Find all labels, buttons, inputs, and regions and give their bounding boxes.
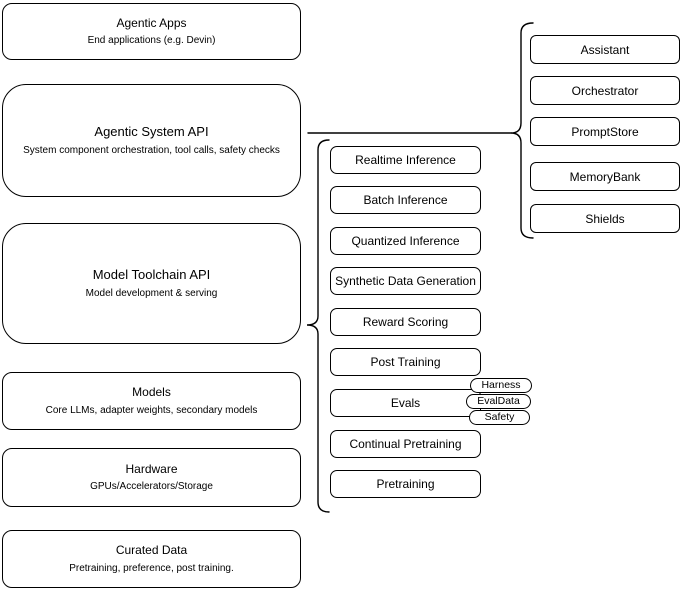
layer-box-curated-data: Curated Data Pretraining, preference, po… bbox=[2, 530, 301, 588]
toolchain-item-quantized-inference: Quantized Inference bbox=[330, 227, 481, 255]
layer-title: Curated Data bbox=[115, 543, 188, 558]
layer-subtitle: Pretraining, preference, post training. bbox=[69, 562, 234, 574]
toolchain-item-pretraining: Pretraining bbox=[330, 470, 481, 498]
layer-title: Agentic Apps bbox=[116, 15, 187, 30]
system-component-shields: Shields bbox=[530, 204, 680, 233]
layer-title: Agentic System API bbox=[94, 124, 209, 140]
system-component-promptstore: PromptStore bbox=[530, 117, 680, 146]
toolchain-item-label: Evals bbox=[390, 396, 421, 410]
system-component-label: Shields bbox=[585, 211, 625, 226]
layer-title: Model Toolchain API bbox=[92, 267, 211, 283]
layer-box-models: Models Core LLMs, adapter weights, secon… bbox=[2, 372, 301, 430]
toolchain-item-evals: Evals bbox=[330, 389, 481, 417]
toolchain-item-label: Synthetic Data Generation bbox=[335, 274, 476, 288]
layer-subtitle: Core LLMs, adapter weights, secondary mo… bbox=[45, 404, 258, 416]
toolchain-item-post-training: Post Training bbox=[330, 348, 481, 376]
toolchain-item-label: Post Training bbox=[370, 355, 441, 369]
layer-subtitle: End applications (e.g. Devin) bbox=[87, 35, 216, 47]
eval-tag-label: EvalData bbox=[477, 395, 520, 408]
system-component-label: Assistant bbox=[580, 42, 630, 57]
layer-title: Hardware bbox=[125, 461, 178, 476]
toolchain-item-label: Pretraining bbox=[376, 477, 435, 491]
layer-title: Models bbox=[132, 385, 171, 400]
toolchain-item-label: Realtime Inference bbox=[355, 153, 456, 167]
toolchain-item-batch-inference: Batch Inference bbox=[330, 186, 481, 214]
eval-tag-evaldata: EvalData bbox=[466, 394, 531, 409]
toolchain-item-label: Batch Inference bbox=[363, 193, 448, 207]
toolchain-group-brace bbox=[306, 139, 330, 513]
toolchain-item-label: Reward Scoring bbox=[362, 315, 449, 329]
eval-tag-label: Harness bbox=[481, 379, 521, 392]
eval-tag-harness: Harness bbox=[470, 378, 532, 393]
layer-box-agentic-system-api: Agentic System API System component orch… bbox=[2, 84, 301, 197]
layer-box-model-toolchain-api: Model Toolchain API Model development & … bbox=[2, 223, 301, 344]
eval-tag-label: Safety bbox=[484, 411, 515, 424]
layer-box-agentic-apps: Agentic Apps End applications (e.g. Devi… bbox=[2, 3, 301, 60]
system-component-memorybank: MemoryBank bbox=[530, 162, 680, 191]
system-component-label: Orchestrator bbox=[571, 83, 639, 98]
toolchain-item-continual-pretraining: Continual Pretraining bbox=[330, 430, 481, 458]
system-component-orchestrator: Orchestrator bbox=[530, 76, 680, 105]
system-component-assistant: Assistant bbox=[530, 35, 680, 64]
toolchain-item-realtime-inference: Realtime Inference bbox=[330, 146, 481, 174]
layer-box-hardware: Hardware GPUs/Accelerators/Storage bbox=[2, 448, 301, 507]
system-component-label: PromptStore bbox=[571, 124, 639, 139]
toolchain-item-label: Continual Pretraining bbox=[349, 437, 462, 451]
eval-tag-safety: Safety bbox=[469, 410, 530, 425]
toolchain-item-reward-scoring: Reward Scoring bbox=[330, 308, 481, 336]
layer-subtitle: System component orchestration, tool cal… bbox=[23, 144, 280, 156]
toolchain-item-label: Quantized Inference bbox=[351, 234, 460, 248]
toolchain-item-synthetic-data-generation: Synthetic Data Generation bbox=[330, 267, 481, 295]
layer-subtitle: Model development & serving bbox=[85, 287, 218, 299]
layer-subtitle: GPUs/Accelerators/Storage bbox=[90, 481, 213, 493]
system-component-label: MemoryBank bbox=[569, 169, 641, 184]
